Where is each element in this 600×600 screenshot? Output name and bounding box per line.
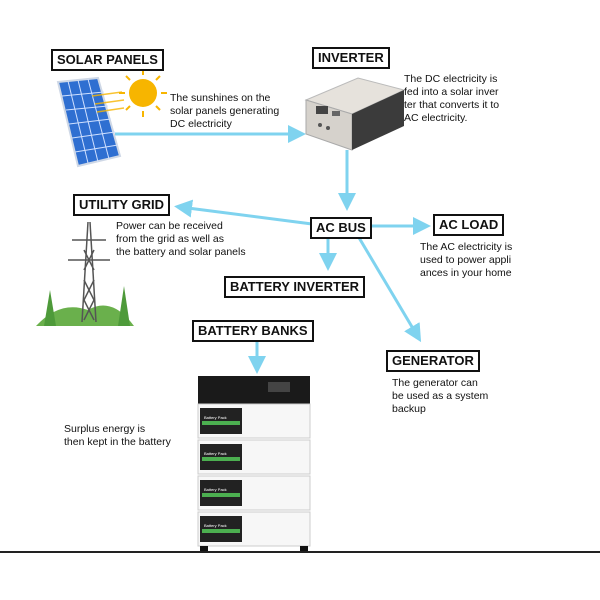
battery-label-3: Battery Pack (204, 487, 227, 492)
ac-bus-label: AC BUS (310, 217, 372, 239)
battery-description: Surplus energy is then kept in the batte… (64, 423, 171, 448)
battery-label-1: Battery Pack (204, 415, 227, 420)
solar-panels-label: SOLAR PANELS (51, 49, 164, 71)
grid-description: Power can be received from the grid as w… (116, 220, 246, 258)
inverter-description: The DC electricity is fed into a solar i… (404, 73, 500, 124)
battery-label-4: Battery Pack (204, 523, 227, 528)
arrow-acbus-to-grid (174, 199, 313, 226)
battery-banks-label: BATTERY BANKS (192, 320, 314, 342)
battery-inverter-label: BATTERY INVERTER (224, 276, 366, 298)
generator-label: GENERATOR (386, 350, 480, 372)
inverter-label: INVERTER (312, 47, 390, 69)
ground-line (0, 551, 600, 553)
generator-description: The generator can be used as a system ba… (392, 377, 489, 415)
solar-description: The sunshines on the solar panels genera… (170, 92, 280, 130)
ac-load-description: The AC electricity is used to power appl… (420, 241, 513, 279)
utility-grid-label: UTILITY GRID (73, 194, 170, 216)
arrow-acbus-to-generator (356, 235, 422, 343)
ac-load-label: AC LOAD (433, 214, 505, 236)
sun-icon (119, 69, 167, 117)
battery-label-2: Battery Pack (204, 451, 227, 456)
